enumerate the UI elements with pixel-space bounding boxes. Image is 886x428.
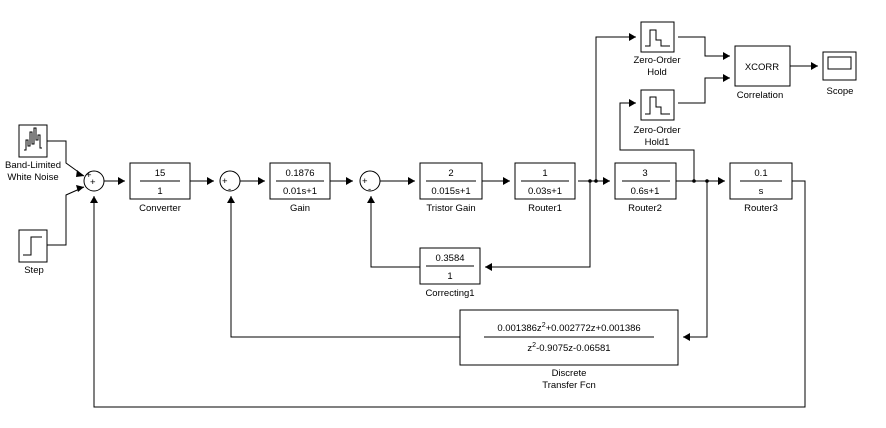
converter-block[interactable]: 15 1 Converter	[129, 162, 191, 214]
noise-label-2: White Noise	[7, 172, 58, 183]
sum3-sign-left: +	[362, 176, 368, 187]
converter-numerator: 15	[155, 168, 166, 179]
router2-numerator: 3	[642, 168, 647, 179]
zoh1-label-1: Zero-Order	[634, 125, 681, 136]
arrowheads	[76, 33, 818, 341]
router2-denominator: 0.6s+1	[631, 186, 660, 197]
discrete-denominator: z2-0.9075z-0.06581	[527, 342, 610, 354]
zero-order-hold-block[interactable]: Zero-Order Hold	[634, 21, 681, 78]
sum2-sign-bottom: -	[228, 184, 231, 195]
step-block[interactable]: Step	[18, 229, 48, 276]
zoh-label-1: Zero-Order	[634, 55, 681, 66]
correcting1-denominator: 1	[447, 271, 452, 282]
sum-block-2[interactable]: + -	[219, 170, 241, 195]
discrete-transfer-fcn-block[interactable]: 0.001386z2+0.002772z+0.001386 z2-0.9075z…	[459, 309, 679, 391]
sum3-sign-bottom: -	[368, 184, 371, 195]
discrete-label-1: Discrete	[552, 368, 587, 379]
signal-lines	[47, 36, 818, 408]
zoh-label-2: Hold	[647, 67, 667, 78]
zero-order-hold1-block[interactable]: Zero-Order Hold1	[634, 89, 681, 148]
scope-screen-icon	[827, 56, 852, 70]
router3-denominator: s	[759, 186, 764, 197]
gain-label: Gain	[290, 203, 310, 214]
converter-label: Converter	[139, 203, 181, 214]
gain-numerator: 0.1876	[285, 168, 314, 179]
discrete-numerator: 0.001386z2+0.002772z+0.001386	[497, 322, 640, 334]
sum-block-1[interactable]: + +	[83, 170, 105, 192]
sum1-sign-left: +	[90, 177, 96, 188]
zoh-icon	[645, 29, 670, 47]
sum1-sign-top: +	[86, 170, 92, 181]
correlation-label: Correlation	[737, 90, 783, 101]
sum2-sign-left: +	[222, 176, 228, 187]
sum-block-3[interactable]: + -	[359, 170, 381, 195]
router1-label: Router1	[528, 203, 562, 214]
correcting1-label: Correcting1	[425, 288, 474, 299]
correcting1-block[interactable]: 0.3584 1 Correcting1	[419, 247, 481, 299]
branch-points	[588, 179, 709, 183]
tristor-gain-block[interactable]: 2 0.015s+1 Tristor Gain	[419, 162, 483, 214]
converter-denominator: 1	[157, 186, 162, 197]
tristor-denominator: 0.015s+1	[431, 186, 470, 197]
router2-label: Router2	[628, 203, 662, 214]
zoh1-label-2: Hold1	[645, 137, 670, 148]
router2-block[interactable]: 3 0.6s+1 Router2	[614, 162, 677, 214]
band-limited-white-noise-block[interactable]: Band-Limited White Noise	[5, 124, 61, 183]
correcting1-numerator: 0.3584	[435, 253, 464, 264]
zoh1-icon	[645, 96, 670, 115]
scope-label: Scope	[827, 86, 854, 97]
router3-block[interactable]: 0.1 s Router3	[729, 162, 793, 214]
correlation-block[interactable]: XCORR Correlation	[734, 45, 791, 101]
step-icon	[23, 236, 42, 256]
gain-denominator: 0.01s+1	[283, 186, 317, 197]
gain-block[interactable]: 0.1876 0.01s+1 Gain	[269, 162, 331, 214]
discrete-label-2: Transfer Fcn	[542, 380, 596, 391]
tristor-label: Tristor Gain	[426, 203, 475, 214]
noise-label-1: Band-Limited	[5, 160, 61, 171]
router3-numerator: 0.1	[754, 168, 767, 179]
scope-block[interactable]: Scope	[822, 51, 857, 97]
router1-denominator: 0.03s+1	[528, 186, 562, 197]
noise-icon	[24, 127, 42, 151]
router3-label: Router3	[744, 203, 778, 214]
step-label: Step	[24, 265, 44, 276]
router1-block[interactable]: 1 0.03s+1 Router1	[514, 162, 576, 214]
router1-numerator: 1	[542, 168, 547, 179]
correlation-text: XCORR	[745, 62, 779, 73]
tristor-numerator: 2	[448, 168, 453, 179]
